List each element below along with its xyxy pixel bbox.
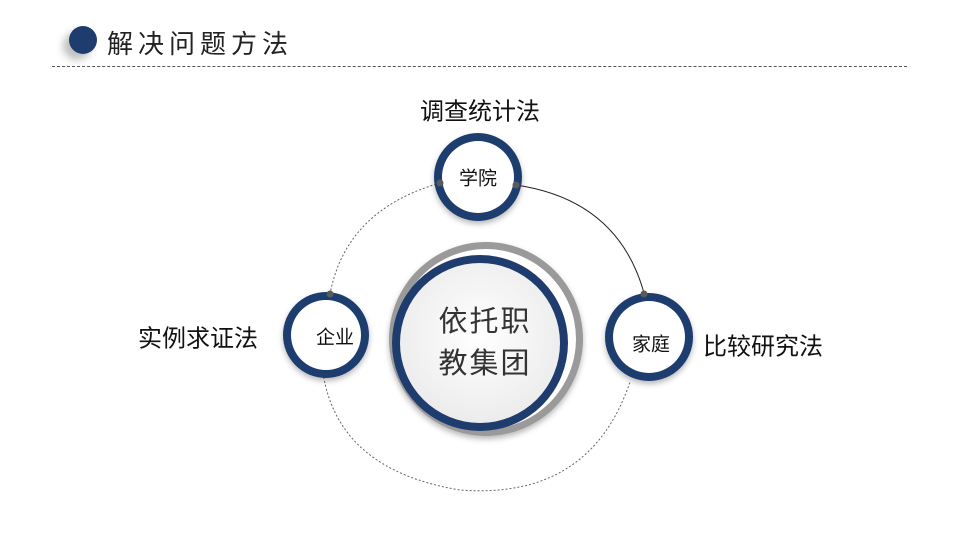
center-node-label: 依托职 教集团: [430, 300, 540, 384]
center-node: [389, 242, 583, 436]
connector-arc-top-right: [515, 184, 645, 294]
center-label-line2: 教集团: [438, 346, 532, 380]
connector-dot: [326, 290, 334, 298]
node-family: [605, 293, 693, 381]
connector-dot: [436, 179, 444, 187]
connector-dot: [512, 181, 520, 189]
title-bullet-icon: [69, 26, 97, 54]
node-label-college: 学院: [458, 167, 498, 190]
connector-dot: [640, 290, 648, 298]
node-label-enterprise: 企业: [315, 326, 355, 349]
center-label-line1: 依托职: [438, 304, 532, 338]
method-label-case-verification: 实例求证法: [138, 324, 258, 353]
node-label-family: 家庭: [631, 333, 671, 356]
page-title: 解决问题方法: [107, 30, 294, 60]
title-divider: [52, 66, 907, 67]
node-college: [434, 133, 522, 221]
method-label-survey: 调查统计法: [420, 97, 540, 126]
node-enterprise: [283, 292, 369, 378]
method-label-comparative: 比较研究法: [703, 332, 823, 361]
connector-arc-top-left: [329, 182, 441, 295]
